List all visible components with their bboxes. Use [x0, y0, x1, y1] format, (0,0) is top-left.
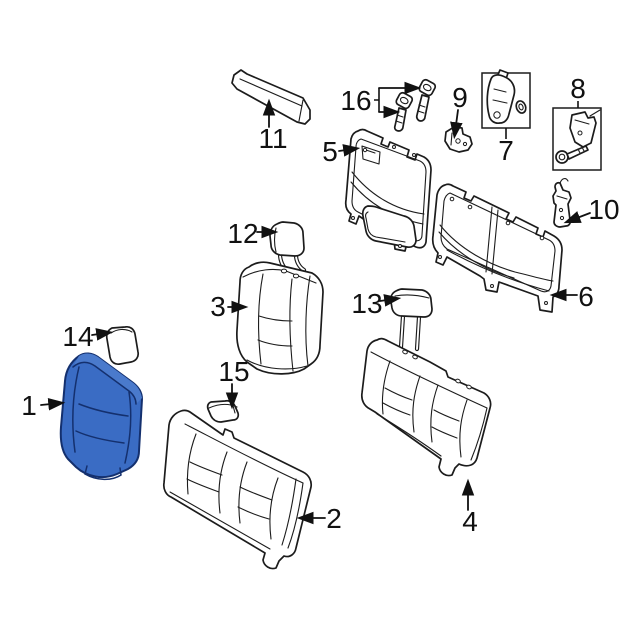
- callout-label-14: 14: [62, 321, 93, 352]
- callout-11: 11: [258, 98, 288, 154]
- callout-label-16: 16: [340, 85, 371, 116]
- callout-label-5: 5: [322, 136, 338, 167]
- callout-label-8: 8: [570, 73, 586, 104]
- callout-label-13: 13: [351, 288, 382, 319]
- callout-15: 15: [218, 356, 250, 410]
- callout-label-10: 10: [588, 194, 619, 225]
- part-16-bolts: [393, 78, 437, 132]
- callout-8: 8: [570, 73, 586, 108]
- part-15-cover-block: [206, 399, 240, 423]
- callout-9: 9: [450, 82, 468, 140]
- callout-label-1: 1: [21, 390, 37, 421]
- callout-13: 13: [351, 288, 402, 319]
- callout-label-15: 15: [218, 356, 249, 387]
- part-10-bracket: [552, 178, 572, 228]
- part-3-seat-back-cover: [236, 261, 324, 375]
- callout-label-9: 9: [452, 82, 468, 113]
- callout-1: 1: [21, 390, 66, 421]
- callout-10: 10: [563, 194, 620, 225]
- callout-6: 6: [549, 281, 594, 312]
- callout-label-3: 3: [210, 291, 226, 322]
- callout-5: 5: [322, 136, 361, 167]
- callout-12: 12: [227, 218, 279, 249]
- part-1-seat-back-cover-highlighted: [59, 352, 143, 481]
- callout-label-11: 11: [258, 123, 287, 154]
- callout-label-7: 7: [498, 135, 514, 166]
- part-8-bracket-bolt-box: [552, 107, 602, 171]
- callout-label-6: 6: [578, 281, 594, 312]
- part-4-seat-back-cover: [360, 337, 492, 477]
- part-11-trim-strip: [231, 69, 311, 125]
- part-7-latch-box: [481, 69, 531, 129]
- callout-7: 7: [498, 128, 514, 166]
- callout-3: 3: [210, 291, 249, 322]
- callout-2: 2: [296, 503, 342, 534]
- callout-label-2: 2: [326, 503, 342, 534]
- callout-label-4: 4: [462, 506, 478, 537]
- part-13-headrest: [389, 288, 433, 352]
- part-14-cover-pad: [105, 325, 140, 366]
- part-2-seat-back-cover: [162, 409, 313, 570]
- callout-14: 14: [62, 321, 114, 352]
- callout-label-12: 12: [227, 218, 258, 249]
- part-6-seat-back-frame: [431, 183, 563, 313]
- callout-4: 4: [461, 478, 478, 537]
- callout-16: 16: [340, 81, 422, 119]
- part-5-seat-back-frame: [344, 128, 432, 252]
- part-9-bracket: [444, 126, 473, 153]
